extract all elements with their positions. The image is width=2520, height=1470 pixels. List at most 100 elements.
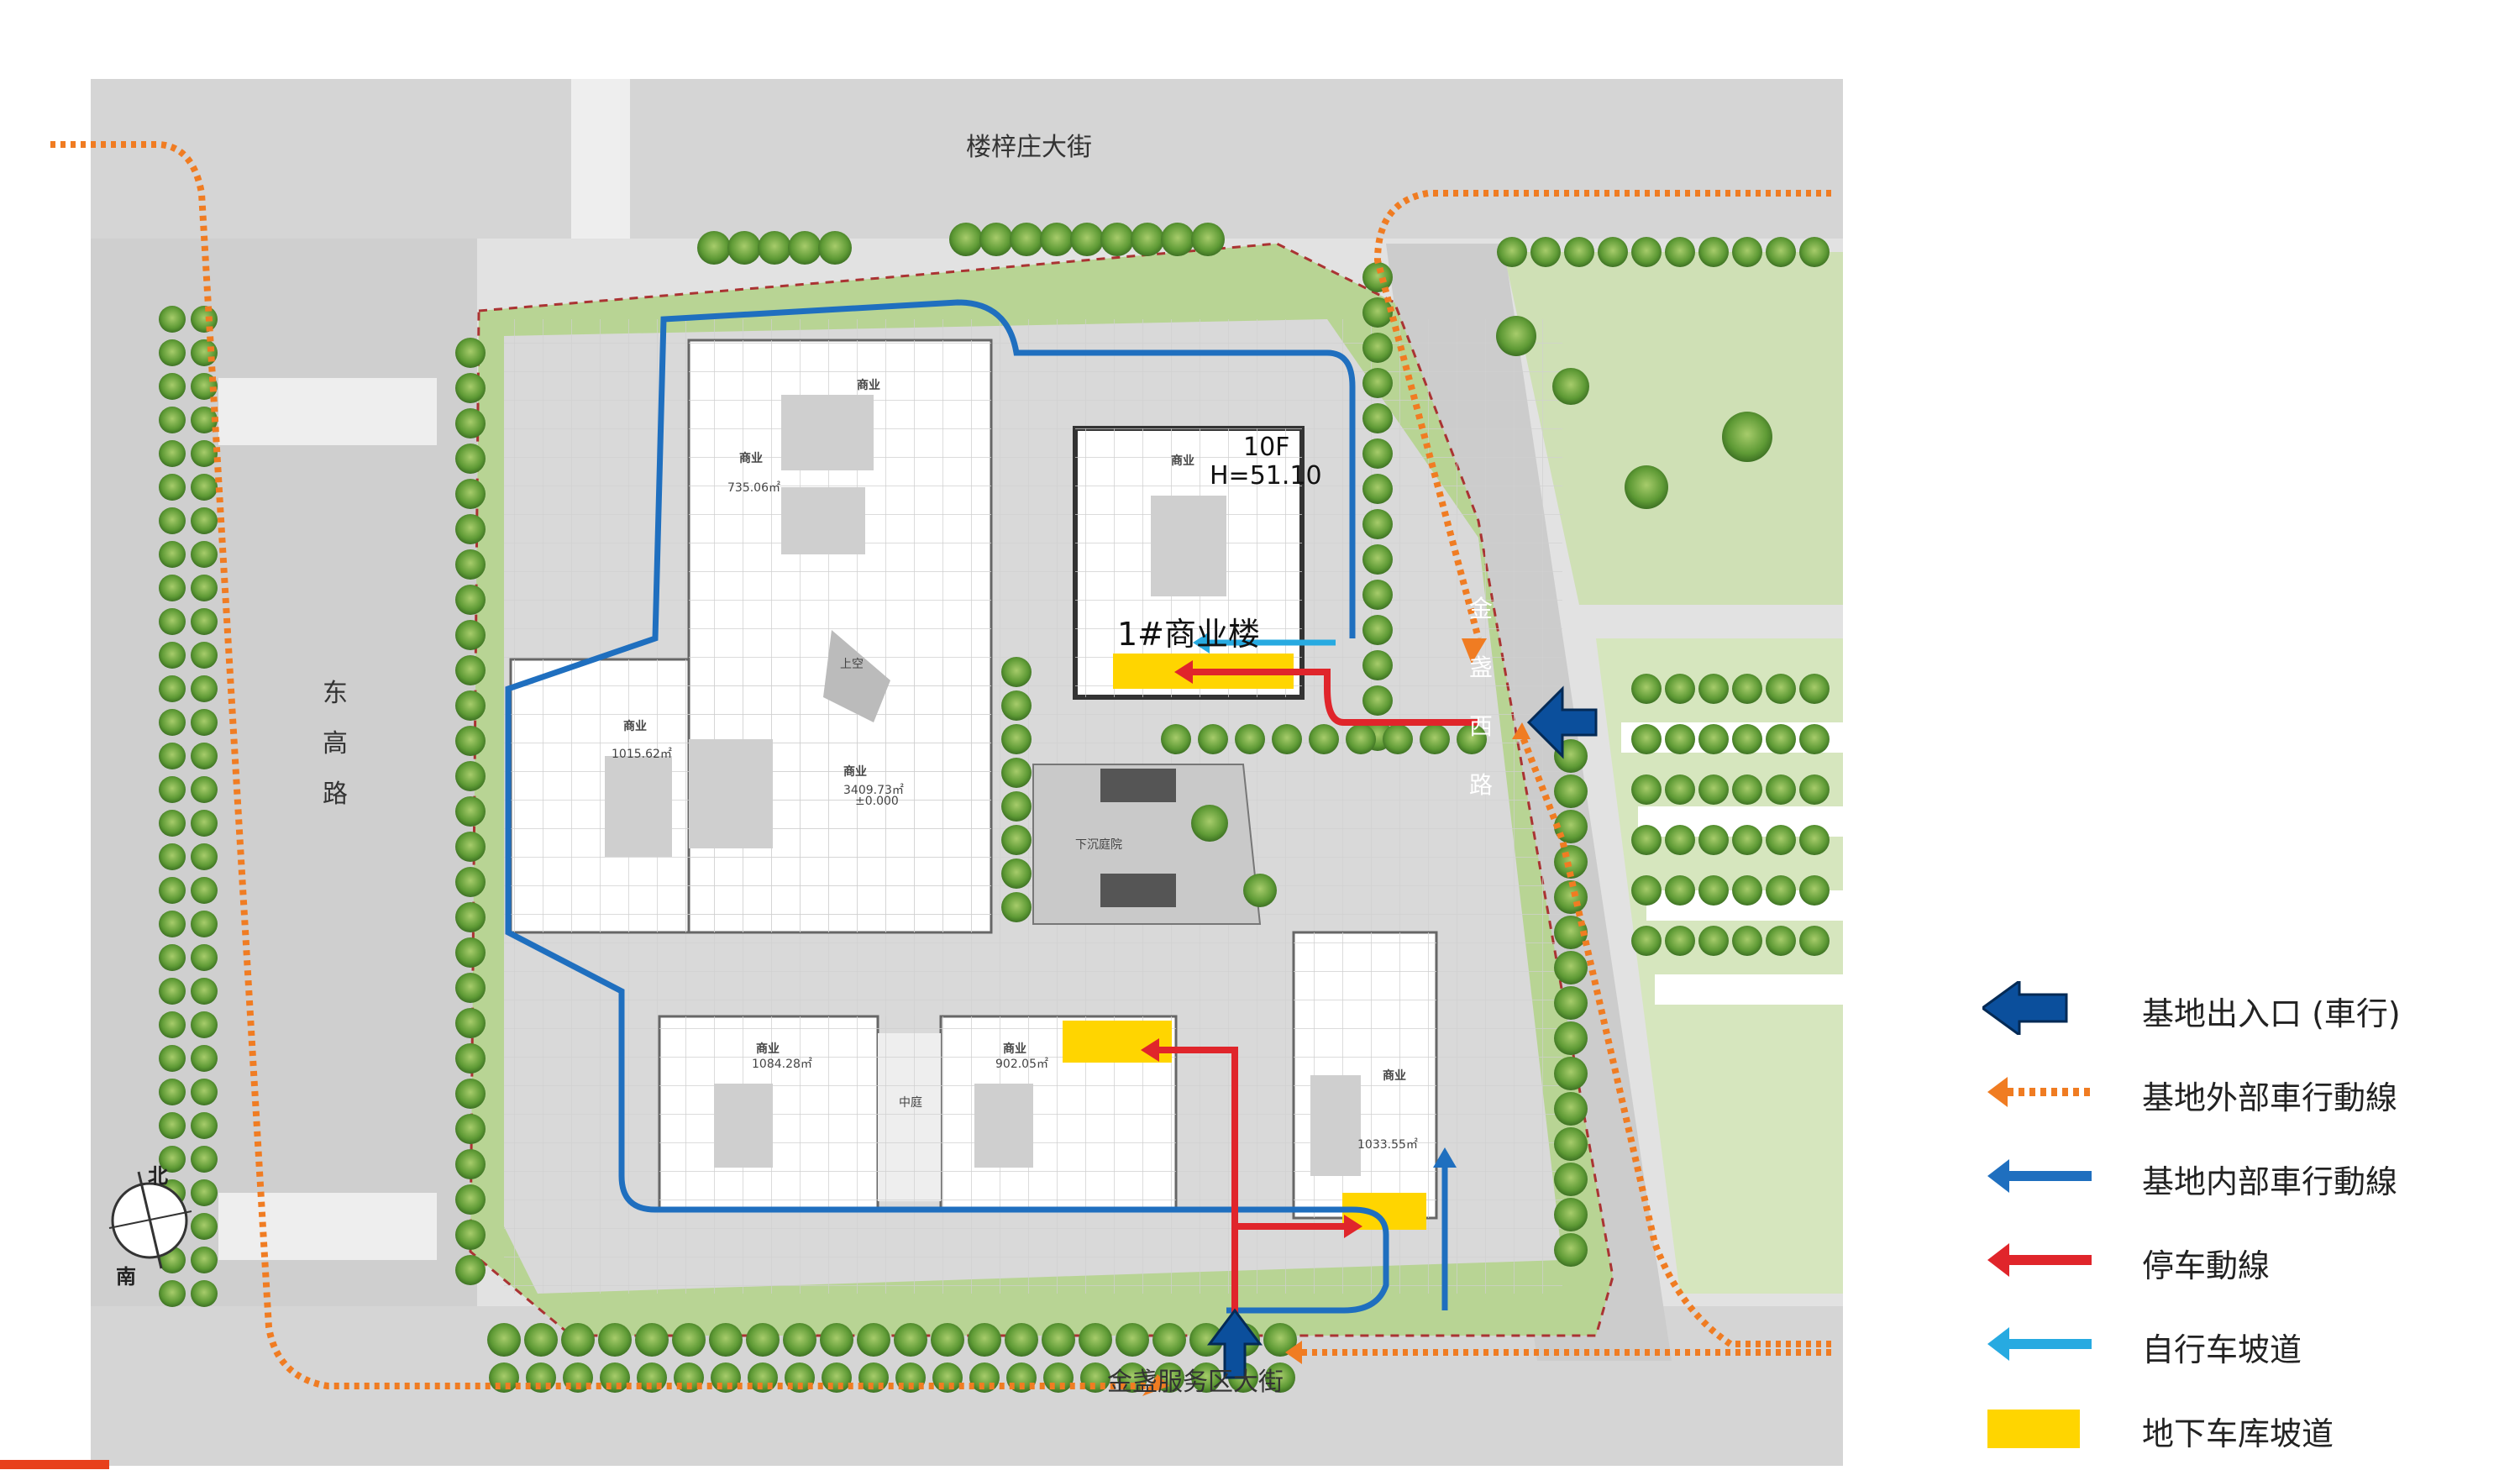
tree <box>820 1323 853 1357</box>
tree <box>1362 615 1393 645</box>
tree <box>455 655 486 685</box>
tree <box>159 339 186 366</box>
tree <box>455 1079 486 1109</box>
tree <box>1362 297 1393 328</box>
tree <box>159 373 186 400</box>
tree <box>191 776 218 803</box>
tree <box>1665 926 1695 956</box>
use-label: 商业 <box>1003 1042 1026 1056</box>
external-arrow <box>1285 1341 1302 1364</box>
tree <box>1198 724 1228 754</box>
tree <box>191 1079 218 1105</box>
internal-route <box>505 299 1389 1314</box>
tree <box>455 973 486 1003</box>
tree <box>191 877 218 904</box>
tree <box>159 776 186 803</box>
tree <box>191 1247 218 1273</box>
tree <box>159 507 186 534</box>
south-street-label: 金盏服务区大街 <box>1107 1368 1284 1397</box>
tree <box>1766 724 1796 754</box>
tree <box>1799 774 1830 805</box>
tree <box>598 1323 632 1357</box>
tree <box>489 1362 519 1393</box>
tree <box>1001 690 1032 721</box>
tree <box>159 1045 186 1072</box>
tree <box>1799 875 1830 906</box>
tree <box>191 575 218 601</box>
tree <box>1554 1057 1588 1090</box>
tree <box>1362 544 1393 575</box>
tree <box>1732 724 1762 754</box>
tree <box>1497 237 1527 267</box>
tree <box>455 514 486 544</box>
tree <box>191 306 218 333</box>
tree <box>1265 1362 1295 1393</box>
tree <box>159 474 186 501</box>
legend-item-parking-route: 停车動線 <box>1982 1218 2486 1302</box>
tree <box>159 306 186 333</box>
tree <box>1191 805 1228 842</box>
big-arrow-icon <box>1982 981 2068 1035</box>
tree <box>1362 262 1393 292</box>
main-commercial-building <box>509 339 993 934</box>
legend-label: 基地出入口 (車行) <box>2142 995 2401 1032</box>
tree <box>159 1280 186 1307</box>
tree <box>1152 1323 1186 1357</box>
tree <box>1766 237 1796 267</box>
tree <box>1383 724 1413 754</box>
tree <box>788 231 822 265</box>
sunken-court-label: 下沉庭院 <box>1075 838 1122 852</box>
tower-name: 1#商业楼 <box>1117 616 1261 653</box>
parking-route <box>1159 669 1478 1319</box>
tree <box>949 223 983 256</box>
external-arrow <box>1462 638 1487 664</box>
tree <box>191 810 218 837</box>
tree <box>455 902 486 932</box>
tree <box>1631 724 1662 754</box>
tree <box>191 1045 218 1072</box>
site-entrance-arrow <box>1526 685 1598 759</box>
north-street-label: 楼梓庄大街 <box>966 133 1092 162</box>
tree <box>1625 465 1668 509</box>
tree <box>1040 223 1074 256</box>
tree <box>1698 926 1729 956</box>
tree <box>191 911 218 937</box>
tree <box>1362 333 1393 363</box>
site-entrance-arrow <box>1207 1308 1263 1379</box>
tree <box>191 743 218 769</box>
tree <box>1554 986 1588 1020</box>
tree <box>455 796 486 827</box>
tree <box>561 1323 595 1357</box>
tree <box>191 1146 218 1173</box>
tree <box>159 1011 186 1038</box>
tree <box>1131 223 1164 256</box>
tree <box>1010 223 1043 256</box>
tree <box>455 373 486 403</box>
west-street-char: 东 <box>323 679 348 708</box>
tree <box>455 585 486 615</box>
tree <box>1189 1323 1223 1357</box>
tree <box>600 1362 630 1393</box>
tree <box>1732 237 1762 267</box>
tree <box>635 1323 669 1357</box>
tree <box>159 440 186 467</box>
area-label: 735.06㎡ <box>727 481 780 495</box>
tree <box>1554 1163 1588 1196</box>
level-label: ±0.000 <box>855 795 899 808</box>
sunken-courtyard <box>1032 764 1262 925</box>
tree <box>1346 724 1376 754</box>
tree <box>159 642 186 669</box>
tree <box>1362 438 1393 469</box>
legend-label: 自行车坡道 <box>2142 1331 2302 1368</box>
tree <box>191 1280 218 1307</box>
east-street-char: 路 <box>1468 771 1493 799</box>
tree <box>455 1114 486 1144</box>
yellow-rect-icon <box>1987 1410 2080 1448</box>
tree <box>758 231 791 265</box>
tree <box>191 541 218 568</box>
tree <box>1079 1323 1112 1357</box>
tree <box>159 608 186 635</box>
tree <box>1552 368 1589 405</box>
tree <box>1043 1362 1074 1393</box>
tree <box>931 1323 964 1357</box>
